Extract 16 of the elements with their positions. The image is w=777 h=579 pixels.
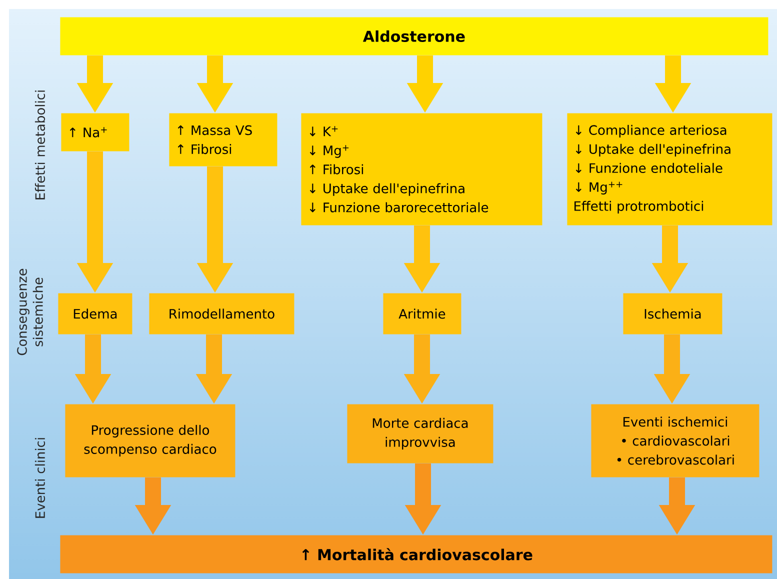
effect-box: ↓ Compliance arteriosa ↓ Uptake dell'epinefrina ↓ Funzione endoteliale ↓ Mg$^{++}$ Effetti protrombotici [567,113,772,226]
effect-box: Morte cardiaca improvvisa [347,404,494,464]
row-label: Conseguenze sistemiche [17,268,43,356]
row-label: Effetti metabolici [34,90,46,200]
effect-box: Progressione dello scompenso cardiaco [65,404,236,478]
effect-box: Rimodellamento [149,293,294,334]
effect-box: ↓ K$^{+}$ ↓ Mg$^{+}$ ↑ Fibrosi ↓ Uptake dell'epinefrina ↓ Funzione barorecettoriale [301,113,542,226]
row-label: Eventi clinici [34,438,46,518]
title-bar: Aldosterone [60,17,768,56]
effect-box: Aritmie [383,293,462,334]
effect-box: ↑ Na$^{+}$ [61,113,130,152]
effect-box: Edema [58,293,132,334]
effect-box: Ischemia [623,293,722,334]
effect-box: ↑ Massa VS ↑ Fibrosi [169,113,278,166]
result-bar: ↑ Mortalità cardiovascolare [60,535,772,574]
effect-box: Eventi ischemici • cardiovascolari • cerebrovascolari [591,404,760,478]
